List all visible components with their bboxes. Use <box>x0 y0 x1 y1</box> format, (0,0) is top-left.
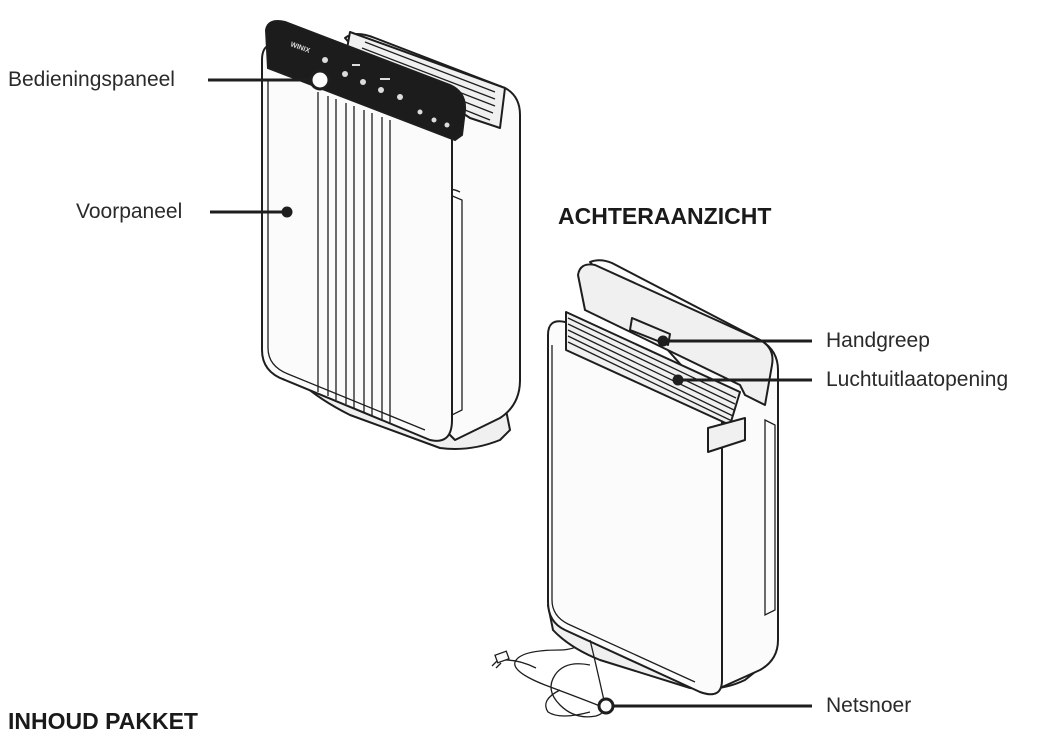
outlet-grille-lines <box>567 317 737 422</box>
front-unit-illustration: WINIX <box>261 20 521 450</box>
label-air-outlet: Luchtuitlaatopening <box>826 368 1009 391</box>
leader-control-panel-dot <box>309 69 331 91</box>
heading-rear-view: ACHTERAANZICHT <box>558 203 772 229</box>
label-control-panel: Bedieningspaneel <box>8 68 175 91</box>
label-front-panel: Voorpaneel <box>76 200 183 223</box>
leader-handle-dot <box>657 335 669 347</box>
leader-lines <box>208 69 812 715</box>
label-power-cord: Netsnoer <box>826 694 912 717</box>
label-handle: Handgreep <box>826 329 930 352</box>
control-panel-icons <box>322 57 450 128</box>
front-louvres <box>317 92 391 424</box>
leader-power-cord-dot <box>597 697 615 715</box>
rear-unit-illustration <box>491 259 779 718</box>
heading-package-contents: INHOUD PAKKET <box>8 708 198 734</box>
leader-air-outlet-dot <box>672 374 684 386</box>
leader-front-panel-dot <box>281 206 293 218</box>
